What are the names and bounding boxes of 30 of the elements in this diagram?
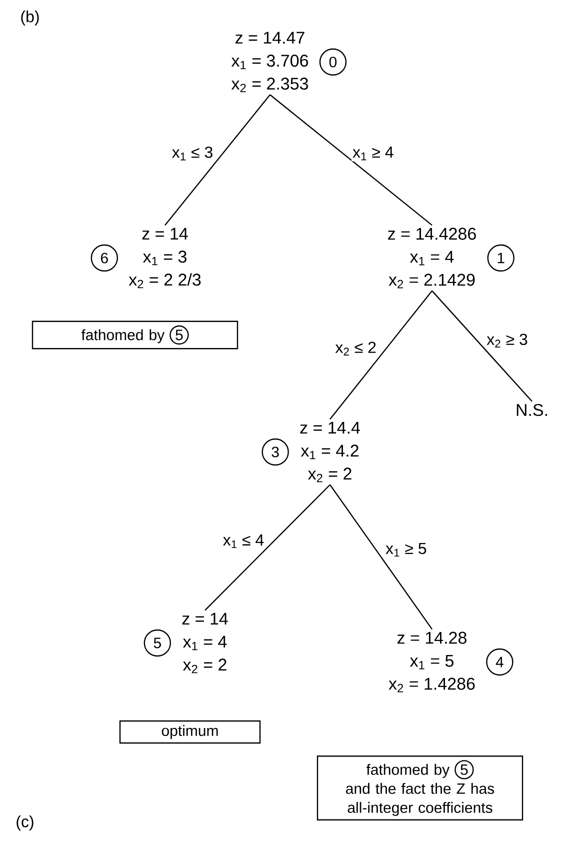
note-box: fathomed by 5 and the fact the Z has all-integer coefficients xyxy=(316,756,524,820)
solution-values: z = 14.4286 x$_{1}$ = 4 x$_{2}$ = 2.1429 xyxy=(388,228,476,288)
note-box: fathomed by 5 xyxy=(32,320,238,350)
circled-number: 1 xyxy=(487,244,514,272)
edge-label: x$_{2}$ ≤ 2 xyxy=(335,342,376,356)
circled-number: 6 xyxy=(90,244,118,272)
circled-number: 3 xyxy=(262,438,289,466)
solution-values: z = 14.4 x$_{1}$ = 4.2 x$_{2}$ = 2 xyxy=(300,422,360,482)
solution-values: N.S. xyxy=(516,404,547,416)
branch-line xyxy=(164,94,270,226)
branch-line xyxy=(270,94,432,226)
branch-line xyxy=(330,290,432,420)
circled-number: 4 xyxy=(486,648,514,676)
edge-label: x$_{2}$ ≥ 3 xyxy=(486,334,528,348)
edge-label: x$_{1}$ ≤ 4 xyxy=(223,534,264,548)
edge-label: x$_{1}$ ≥ 4 xyxy=(352,146,394,160)
solution-values: z = 14.28 x$_{1}$ = 5 x$_{2}$ = 1.4286 xyxy=(388,632,475,692)
solution-values: z = 14 x$_{1}$ = 4 x$_{2}$ = 2 xyxy=(182,612,228,674)
branch-line xyxy=(432,290,532,402)
branch-line xyxy=(330,484,432,630)
note-box: optimum xyxy=(119,720,261,744)
solution-values: z = 14 x$_{1}$ = 3 x$_{2}$ = 2 2/3 xyxy=(128,228,201,288)
part-label: (b) xyxy=(21,10,39,26)
circled-number: 0 xyxy=(319,48,347,76)
edge-label: x$_{1}$ ≤ 3 xyxy=(172,146,212,160)
edge-label: x$_{1}$ ≥ 5 xyxy=(386,542,426,557)
circled-number: 5 xyxy=(144,629,171,657)
part-label: (c) xyxy=(16,816,34,830)
solution-values: z = 14.47 x$_{1}$ = 3.706 x$_{2}$ = 2.353 xyxy=(231,32,308,92)
branch-line xyxy=(204,484,330,611)
